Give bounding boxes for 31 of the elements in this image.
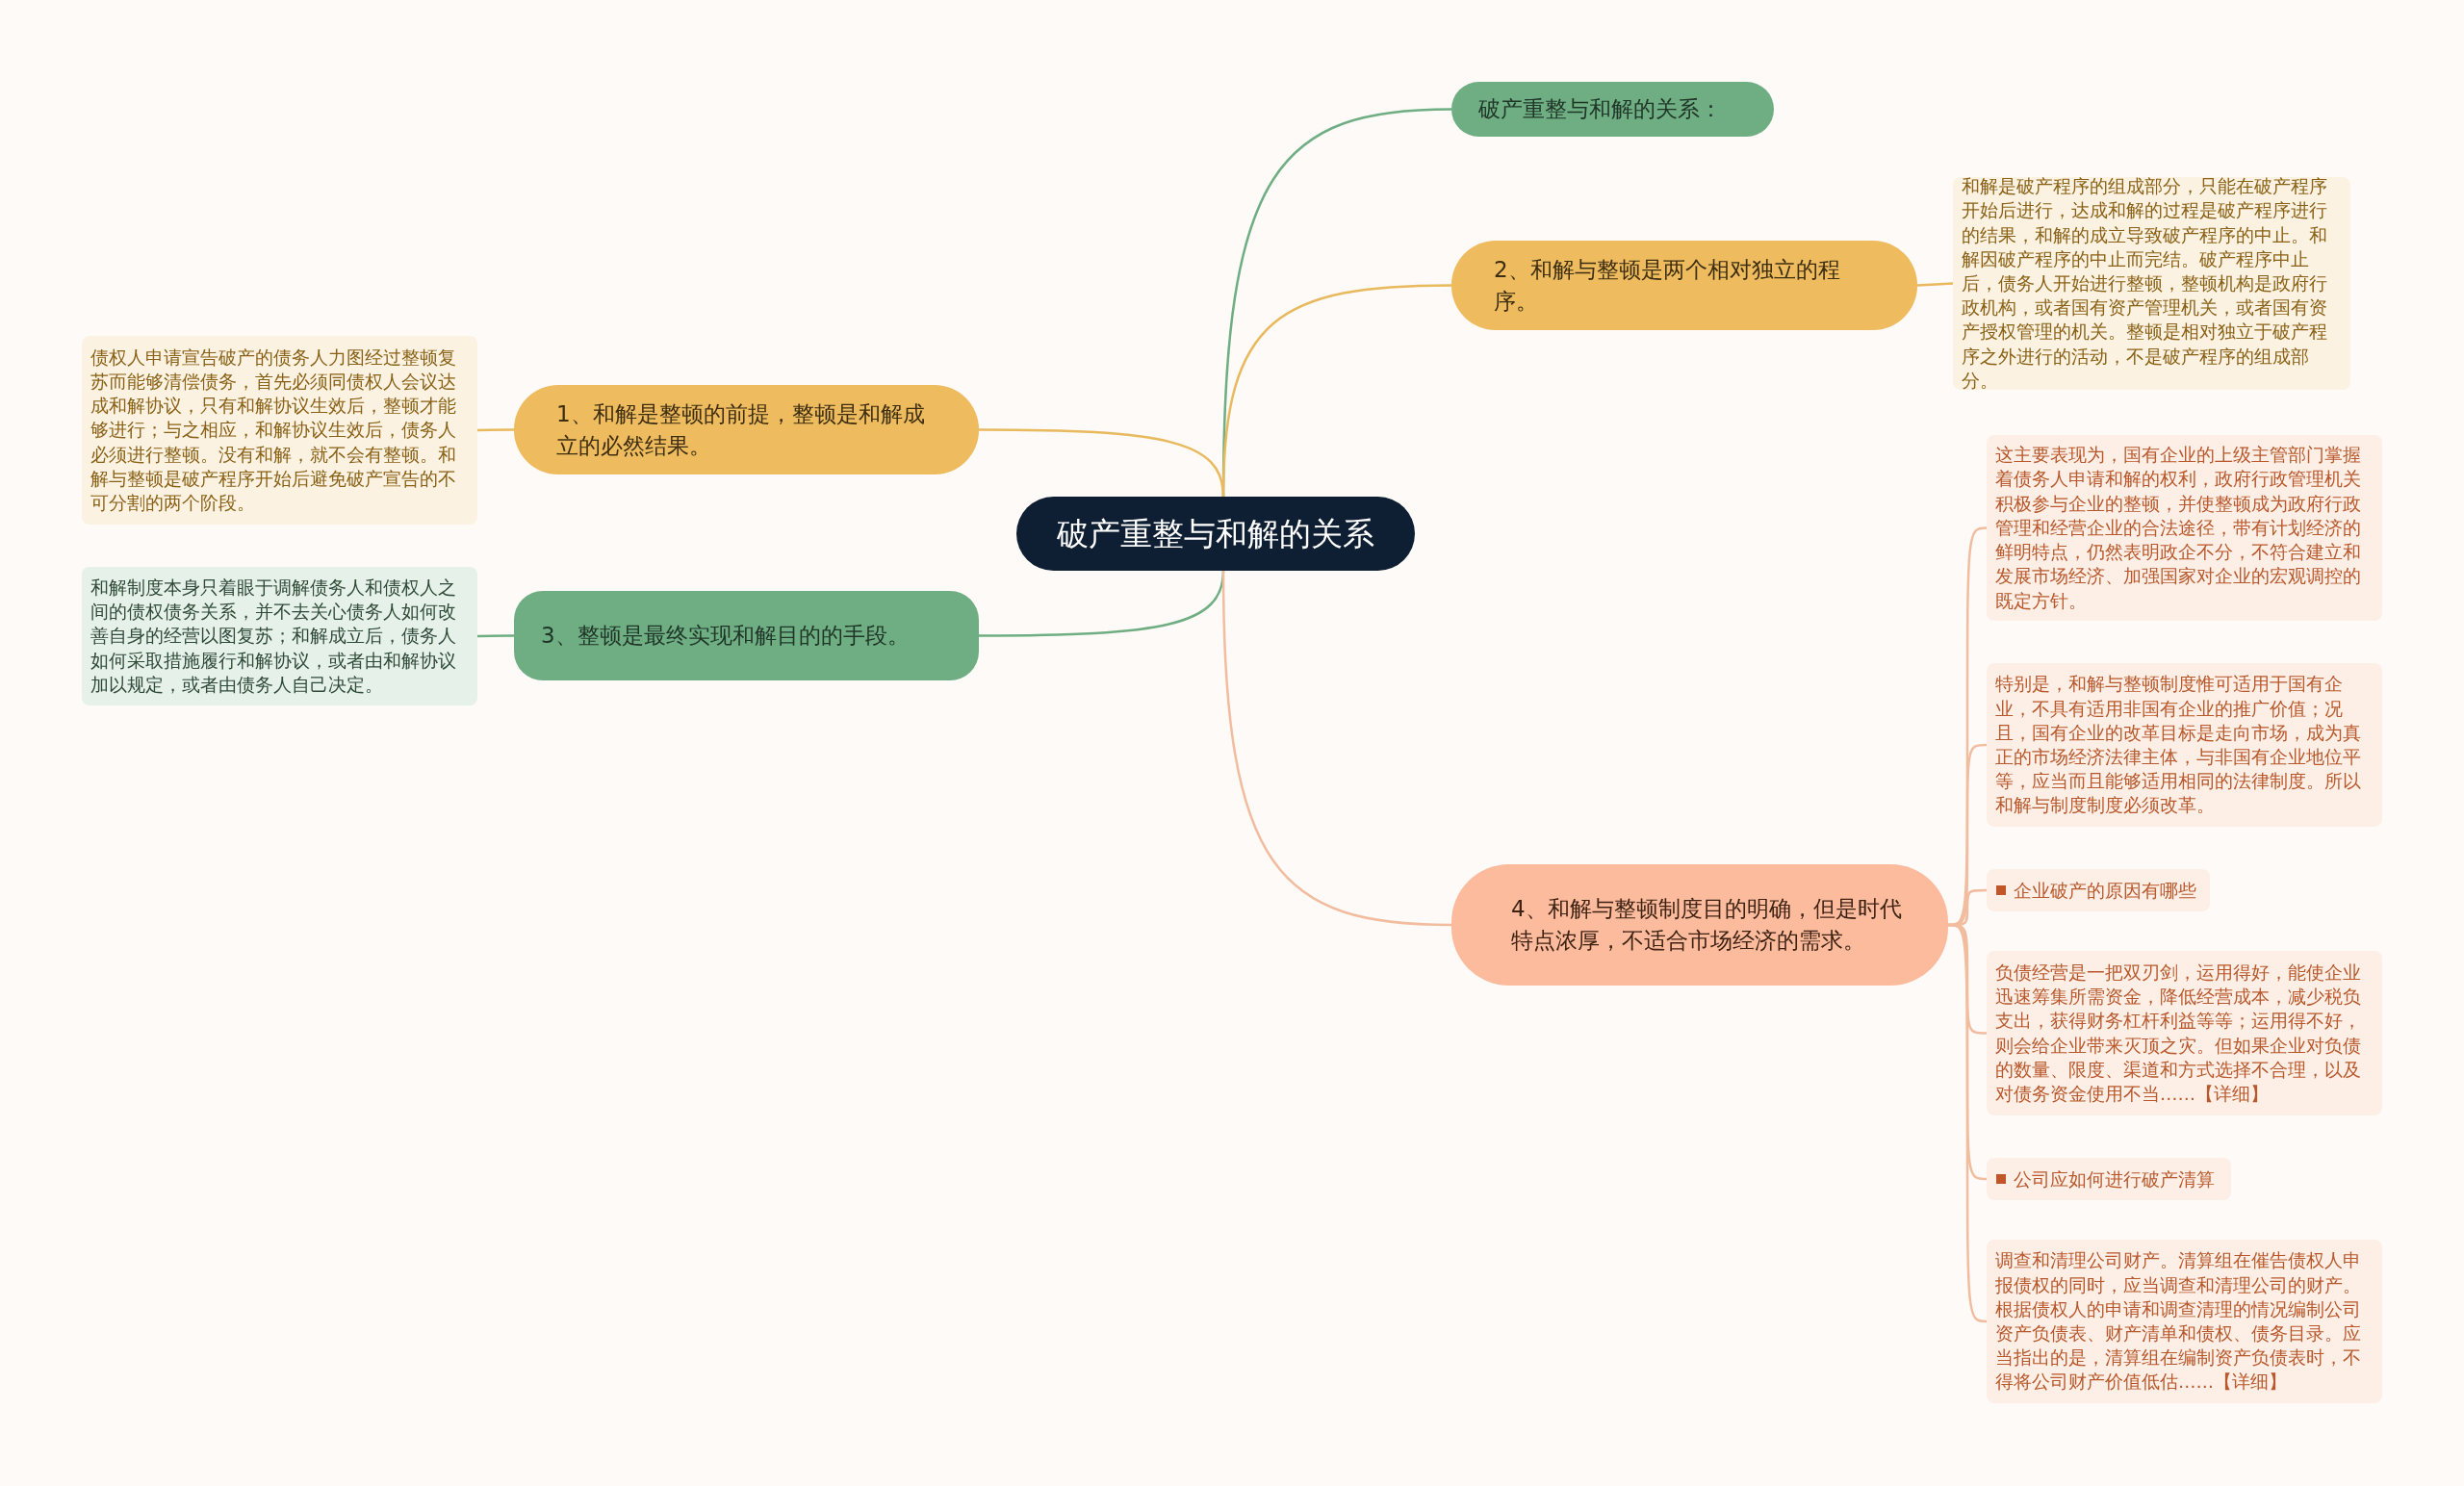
- note-text: 和解制度本身只着眼于调解债务人和债权人之间的债权债务关系，并不去关心债务人如何改善自身的经营以图复苏；和解成立后，债务人如何采取措施履行和解协议，或者由和解协议加以规定，或者由债务人自己决定。: [90, 576, 457, 697]
- topic-text: 4、和解与整顿制度目的明确，但是时代特点浓厚，不适合市场经济的需求。: [1511, 895, 1903, 955]
- note-text: 和解是破产程序的组成部分，只能在破产程序开始后进行，达成和解的过程是破产程序进行的结果，和解的成立导致破产程序的中止。和解因破产程序的中止而完结。破产程序中止后，债务人开始进行整顿，整顿机构是政府行政机构，或者国有资产管理机关，或者国有资产授权管理的机关。整顿是相对独立于破产程序之外进行的活动，不是破产程序的组成部分。: [1962, 175, 2328, 393]
- note-card: [1987, 663, 2382, 827]
- note-card: [1987, 951, 2382, 1115]
- topic-pill: [1451, 82, 1774, 137]
- link-item: [1987, 869, 2210, 911]
- connector-line: [1947, 923, 1988, 1323]
- note-card: [1987, 435, 2382, 621]
- note-text: 特别是，和解与整顿制度惟可适用于国有企业，不具有适用非国有企业的推广价值；况且，国有企业的改革目标是走向市场，成为真正的市场经济法律主体，与非国有企业地位平等，应当而且能够适用相同的法律制度。所以和解与制度制度必须改革。: [1995, 673, 2362, 818]
- topic-text: 3、整顿是最终实现和解目的的手段。: [541, 622, 910, 650]
- link-text: 公司应如何进行破产清算: [2014, 1166, 2215, 1191]
- note-text: 调查和清理公司财产。清算组在催告债权人申报债权的同时，应当调查和清理公司的财产。根据债权人的申请和调查清理的情况编制公司资产负债表、财产清单和债权、债务目录。应当指出的是，清算组在编制资产负债表时，不得将公司财产价值低估……【详细】: [1995, 1249, 2362, 1395]
- connector-line: [979, 428, 1225, 498]
- topic-text: 1、和解是整顿的前提，整顿是和解成立的必然结果。: [556, 399, 926, 460]
- note-text: 负债经营是一把双刃剑，运用得好，能使企业迅速筹集所需资金，降低经营成本，减少税负支出，获得财务杠杆利益等等；运用得不好，则会给企业带来灭顶之灾。但如果企业对负债的数量、限度、渠道和方式选择不合理，以及对债务资金使用不当……【详细】: [1995, 961, 2362, 1106]
- note-card: [82, 567, 477, 705]
- note-text: 债权人申请宣告破产的债务人力图经过整顿复苏而能够清偿债务，首先必须同债权人会议达成和解协议，只有和解协议生效后，整顿才能够进行；与之相应，和解协议生效后，债务人必须进行整顿。没有和解，就不会有整顿。和解与整顿是破产程序开始后避免破产宣告的不可分割的两个阶段。: [90, 346, 457, 515]
- note-text: 这主要表现为，国有企业的上级主管部门掌握着债务人申请和解的权利，政府行政管理机关积极参与企业的整顿，并使整顿成为政府行政管理和经营企业的合法途径，带有计划经济的鲜明特点，仍然表明政企不分，不符合建立和发展市场经济、加强国家对企业的宏观调控的既定方针。: [1995, 444, 2362, 613]
- topic-title: 破产重整与和解的关系: [1057, 513, 1374, 554]
- note-card: [1987, 1240, 2382, 1403]
- link-text: 企业破产的原因有哪些: [2014, 878, 2196, 903]
- topic-pill: [514, 591, 979, 680]
- connector-line: [477, 428, 514, 432]
- connector-line: [1916, 282, 1954, 287]
- connector-line: [477, 634, 514, 638]
- topic-text: 破产重整与和解的关系：: [1478, 95, 1722, 123]
- note-card: [82, 336, 477, 525]
- link-item: [1987, 1158, 2231, 1200]
- connector-line: [1221, 570, 1452, 927]
- topic-text: 2、和解与整顿是两个相对独立的程序。: [1494, 255, 1841, 316]
